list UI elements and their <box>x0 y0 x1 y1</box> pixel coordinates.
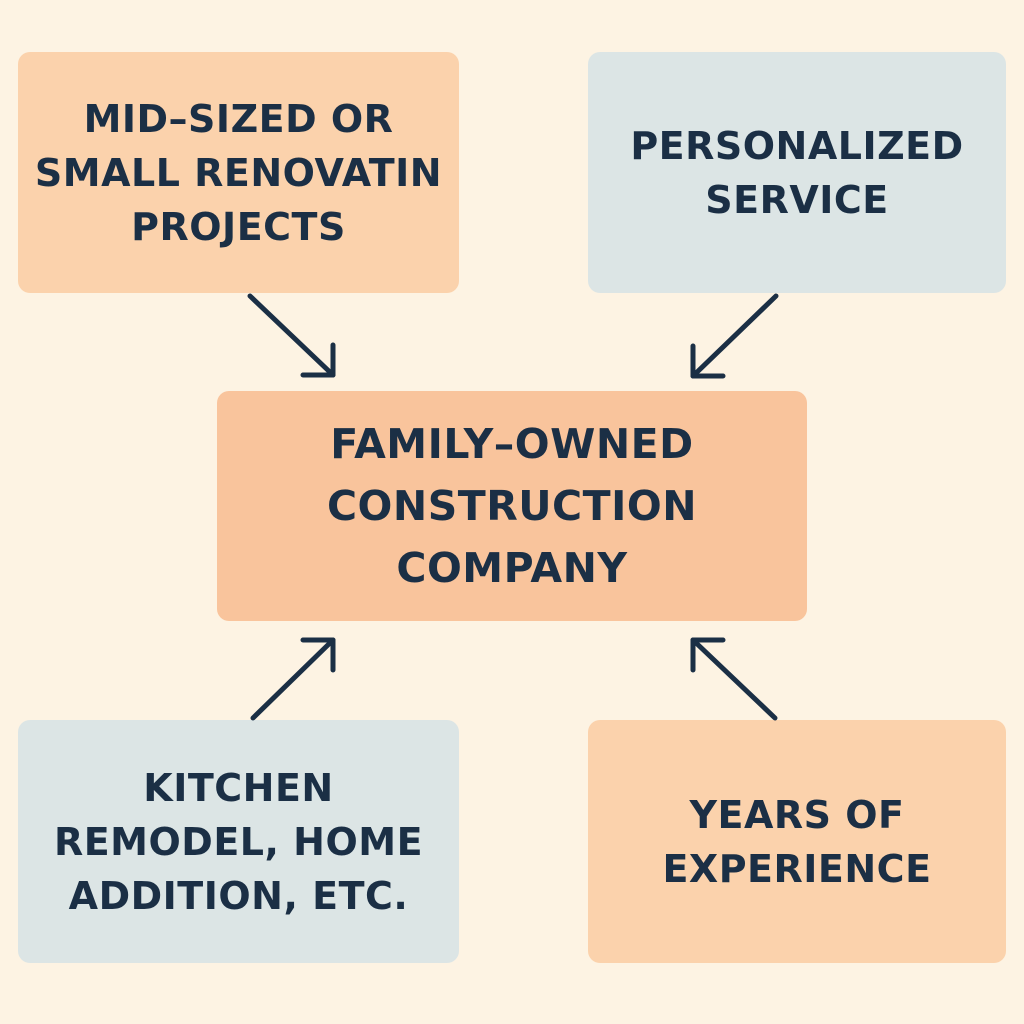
box-kitchen-remodel: KITCHEN REMODEL, HOME ADDITION, ETC. <box>18 720 459 963</box>
box-label: PERSONALIZED SERVICE <box>630 123 964 222</box>
box-mid-sized-projects: MID–SIZED OR SMALL RENOVATIN PROJECTS <box>18 52 459 293</box>
box-years-of-experience: YEARS OF EXPERIENCE <box>588 720 1006 963</box>
arrow-top-left-to-center <box>247 293 336 378</box>
arrow-bottom-left-to-center <box>250 637 336 721</box>
box-label: FAMILY–OWNED CONSTRUCTION COMPANY <box>326 420 698 592</box>
box-personalized-service: PERSONALIZED SERVICE <box>588 52 1006 293</box>
box-label: YEARS OF EXPERIENCE <box>662 792 932 891</box>
box-label: MID–SIZED OR SMALL RENOVATIN PROJECTS <box>34 96 443 249</box>
arrow-bottom-right-to-center <box>690 637 778 721</box>
box-family-owned-company: FAMILY–OWNED CONSTRUCTION COMPANY <box>217 391 807 621</box>
arrow-top-right-to-center <box>690 293 779 379</box>
box-label: KITCHEN REMODEL, HOME ADDITION, ETC. <box>53 765 424 918</box>
